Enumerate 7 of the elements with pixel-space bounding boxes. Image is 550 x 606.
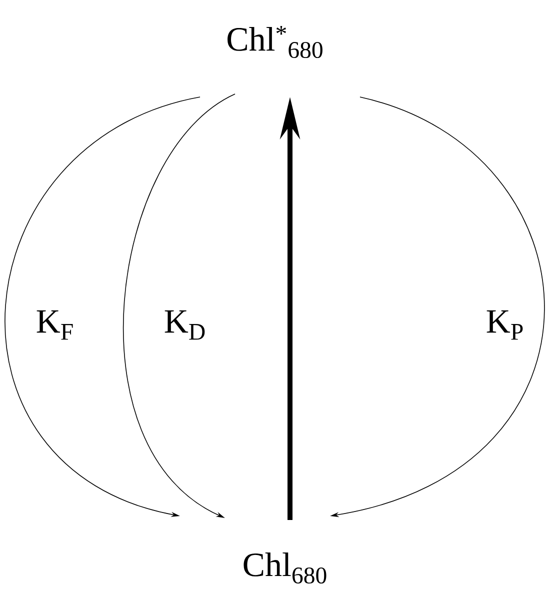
edge-label: K$_{F}$	[34, 309, 76, 341]
edge-label: K$_{P}$	[484, 309, 526, 341]
state-label: Chl$^{*}$680	[228, 26, 322, 58]
arrow	[5, 96, 200, 517]
arrow	[123, 94, 236, 518]
edge-label: K$_{D}$	[162, 309, 208, 341]
state-label: Chl$_{680}$	[244, 552, 326, 584]
